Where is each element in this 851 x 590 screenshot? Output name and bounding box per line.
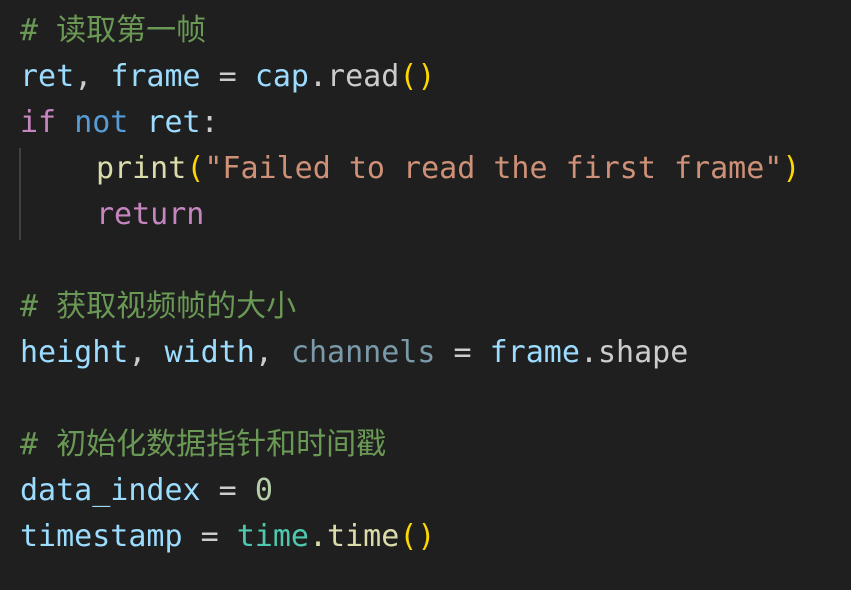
code-line-10[interactable]: # 初始化数据指针和时间戳: [20, 422, 851, 468]
punctuation: ,: [74, 59, 111, 94]
variable: data_index: [20, 473, 201, 508]
string-literal: "Failed to read the first frame": [204, 151, 783, 186]
keyword-if: if: [20, 105, 57, 140]
attribute: .shape: [579, 335, 689, 370]
code-line-8[interactable]: height, width, channels = frame.shape: [20, 330, 851, 376]
comment: # 初始化数据指针和时间戳: [20, 427, 387, 462]
number-literal: 0: [254, 473, 273, 508]
variable: timestamp: [20, 519, 183, 554]
space: [56, 105, 74, 140]
function-print: print: [96, 151, 187, 186]
code-line-6[interactable]: [20, 238, 851, 284]
colon: :: [200, 105, 219, 140]
space: [128, 105, 146, 140]
code-line-12[interactable]: timestamp = time.time(): [20, 514, 851, 560]
keyword-not: not: [74, 105, 129, 140]
code-line-1[interactable]: # 读取第一帧: [20, 8, 851, 54]
parentheses: (): [399, 59, 436, 94]
method: .time: [309, 519, 400, 554]
code-line-11[interactable]: data_index = 0: [20, 468, 851, 514]
module: time: [236, 519, 309, 554]
punctuation: ,: [128, 335, 165, 370]
indent-guide: [19, 148, 21, 240]
variable: frame: [110, 59, 201, 94]
paren-open: (: [186, 151, 205, 186]
unused-variable: channels: [290, 335, 436, 370]
code-line-2[interactable]: ret, frame = cap.read(): [20, 54, 851, 100]
code-line-3[interactable]: if not ret:: [20, 100, 851, 146]
code-line-4[interactable]: print("Failed to read the first frame"): [20, 146, 851, 192]
variable: height: [20, 335, 129, 370]
variable: frame: [489, 335, 580, 370]
variable: ret: [146, 105, 201, 140]
variable: ret: [20, 59, 75, 94]
paren-close: ): [782, 151, 801, 186]
code-line-7[interactable]: # 获取视频帧的大小: [20, 284, 851, 330]
parentheses: (): [399, 519, 436, 554]
code-line-9[interactable]: [20, 376, 851, 422]
code-line-5[interactable]: return: [20, 192, 851, 238]
operator: =: [182, 519, 237, 554]
keyword-return: return: [96, 197, 205, 232]
comment: # 读取第一帧: [20, 13, 207, 48]
operator: =: [200, 473, 255, 508]
punctuation: ,: [254, 335, 291, 370]
operator: =: [200, 59, 255, 94]
method: .read: [309, 59, 400, 94]
variable: cap: [254, 59, 309, 94]
comment: # 获取视频帧的大小: [20, 289, 297, 324]
operator: =: [435, 335, 490, 370]
variable: width: [164, 335, 255, 370]
